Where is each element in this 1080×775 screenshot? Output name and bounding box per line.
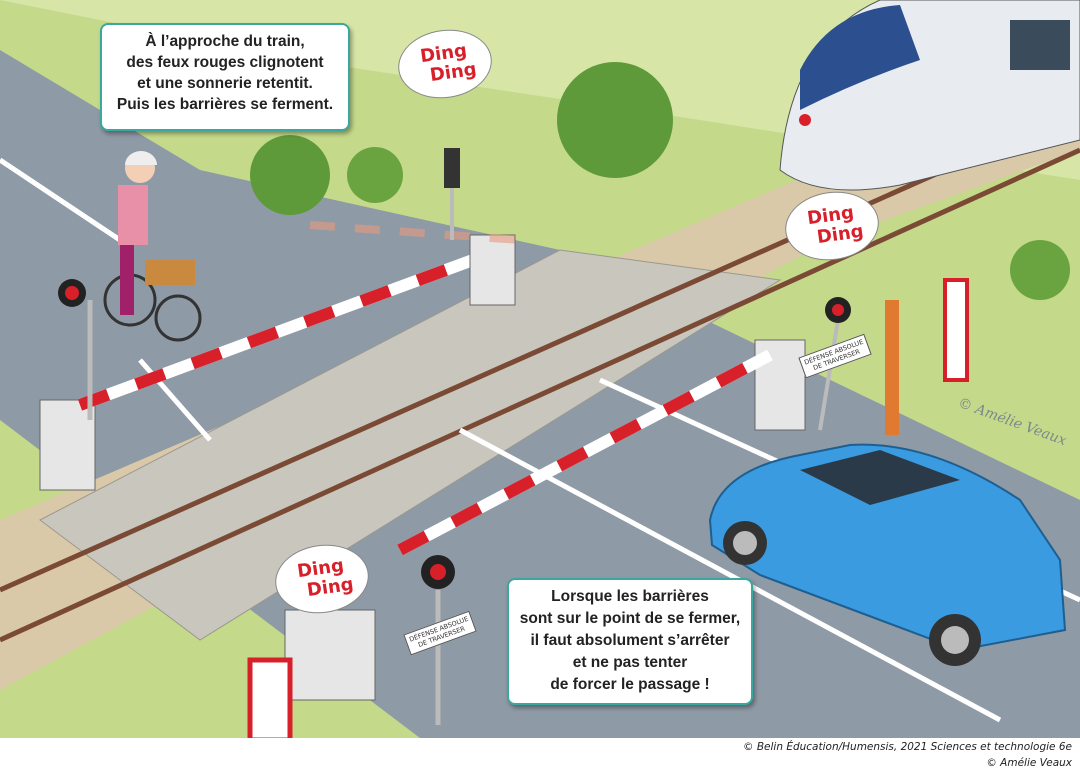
approach-info-box: À l’approche du train, des feux rouges c…: [100, 23, 350, 131]
approach-line: des feux rouges clignotent: [126, 54, 324, 71]
ding-text: Ding: [305, 573, 355, 602]
ding-text: Ding: [815, 220, 865, 249]
approach-line: et une sonnerie retentit.: [137, 75, 313, 92]
barrier-left: [39, 244, 503, 491]
warning-line: et ne pas tenter: [572, 654, 688, 671]
cyclist: [103, 151, 202, 342]
ding-text: Ding: [428, 58, 478, 87]
artist-credit: © Amélie Veaux: [986, 757, 1072, 769]
warning-line: il faut absolument s’arrêter: [530, 632, 730, 649]
rail: [0, 147, 1080, 643]
barrier-right: [397, 339, 806, 556]
warning-line: de forcer le passage !: [550, 676, 710, 693]
warning-line: sont sur le point de se fermer,: [519, 610, 741, 627]
warning-info-box: Lorsque les barrières sont sur le point …: [507, 578, 753, 705]
train: [779, 0, 1080, 191]
warning-lights: [58, 148, 851, 725]
striped-posts: [247, 278, 969, 738]
barrier-box-front: [284, 609, 376, 701]
car: [708, 443, 1067, 666]
trees: [250, 62, 1070, 300]
approach-line: À l’approche du train,: [145, 33, 305, 50]
warning-line: Lorsque les barrières: [551, 588, 709, 605]
barrier-far: [309, 221, 521, 306]
approach-line: Puis les barrières se ferment.: [116, 96, 334, 113]
publisher-credit: © Belin Éducation/Humensis, 2021 Science…: [743, 741, 1072, 753]
rail: [0, 107, 1080, 593]
crossing-slab: [39, 249, 782, 641]
